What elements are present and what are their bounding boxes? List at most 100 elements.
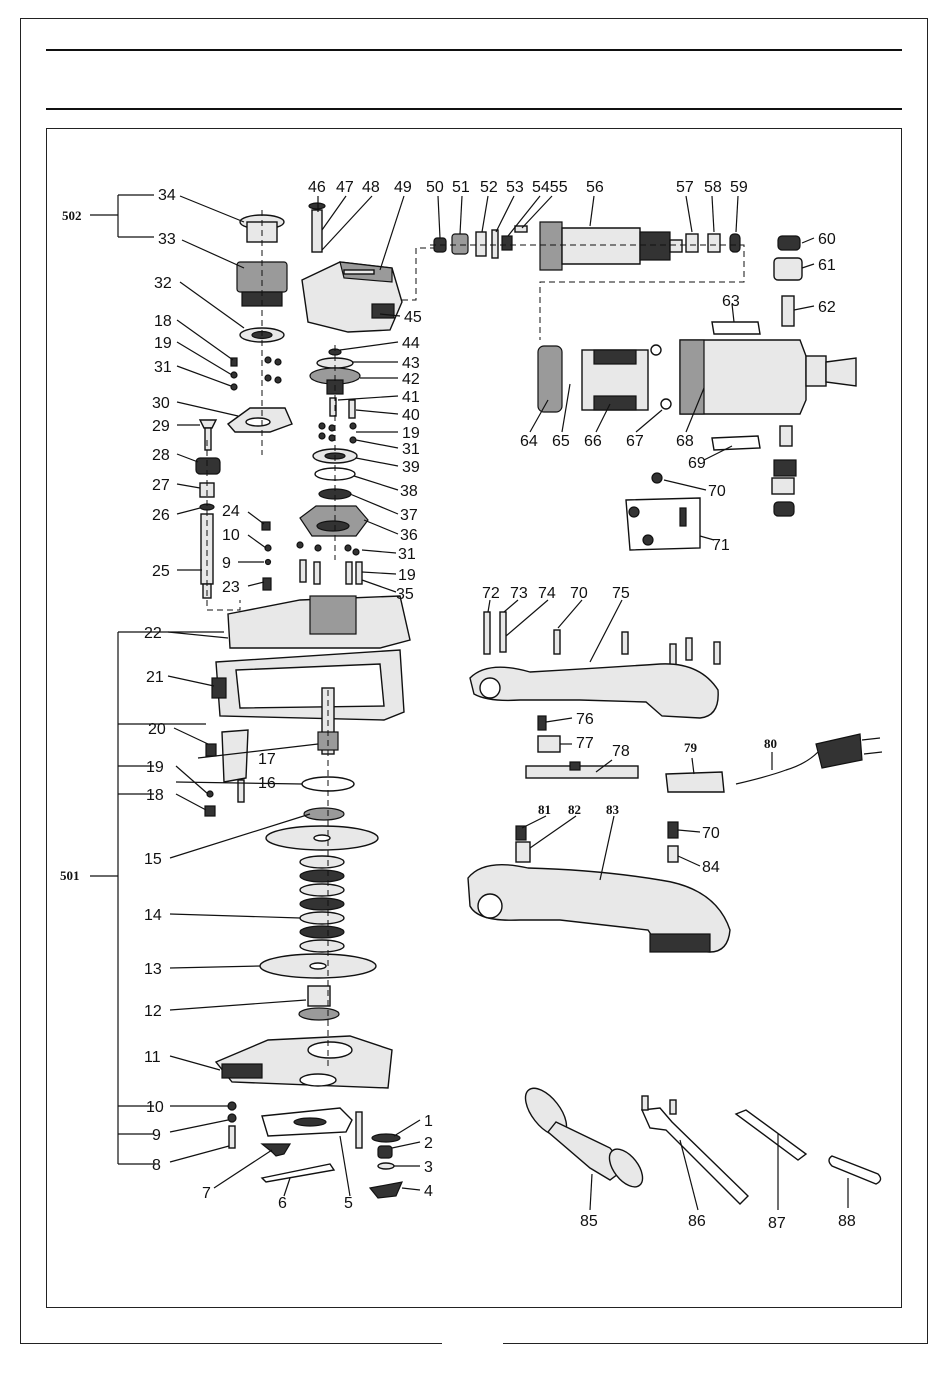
label-81: 81 xyxy=(538,802,551,817)
label-34: 34 xyxy=(158,187,176,204)
label-73: 73 xyxy=(510,585,528,602)
label-70c: 70 xyxy=(702,825,720,842)
group-label-501: 501 xyxy=(60,868,80,883)
label-17: 17 xyxy=(258,751,276,768)
label-16: 16 xyxy=(258,775,276,792)
label-57: 57 xyxy=(676,179,694,196)
label-67: 67 xyxy=(626,433,644,450)
label-38: 38 xyxy=(400,483,418,500)
label-10: 10 xyxy=(222,527,240,544)
label-56: 56 xyxy=(586,179,604,196)
label-40: 40 xyxy=(402,407,420,424)
label-31c: 31 xyxy=(398,546,416,563)
label-87: 87 xyxy=(768,1215,786,1232)
label-30: 30 xyxy=(152,395,170,412)
label-44: 44 xyxy=(402,335,420,352)
label-39: 39 xyxy=(402,459,420,476)
label-13: 13 xyxy=(144,961,162,978)
label-65: 65 xyxy=(552,433,570,450)
label-83: 83 xyxy=(606,802,620,817)
label-14: 14 xyxy=(144,907,162,924)
label-9: 9 xyxy=(222,555,231,572)
group-label-502: 502 xyxy=(62,208,82,223)
label-85: 85 xyxy=(580,1213,598,1230)
label-70b: 70 xyxy=(570,585,588,602)
label-31b: 31 xyxy=(402,441,420,458)
label-75: 75 xyxy=(612,585,630,602)
drawing-armature xyxy=(430,222,744,340)
label-64: 64 xyxy=(520,433,538,450)
label-3: 3 xyxy=(424,1159,433,1176)
label-22: 22 xyxy=(144,625,162,642)
label-76: 76 xyxy=(576,711,594,728)
drawing-base-guard xyxy=(205,596,410,1198)
label-59: 59 xyxy=(730,179,748,196)
drawing-accessories xyxy=(518,1081,881,1204)
label-24: 24 xyxy=(222,503,240,520)
label-27: 27 xyxy=(152,477,170,494)
label-68: 68 xyxy=(676,433,694,450)
label-71: 71 xyxy=(712,537,730,554)
label-48: 48 xyxy=(362,179,380,196)
label-51: 51 xyxy=(452,179,470,196)
label-49: 49 xyxy=(394,179,412,196)
part-labels: 34 33 32 18 19 31 30 29 28 27 26 25 24 1… xyxy=(60,179,856,1232)
label-61: 61 xyxy=(818,257,836,274)
label-19c: 19 xyxy=(398,567,416,584)
label-62: 62 xyxy=(818,299,836,316)
label-32: 32 xyxy=(154,275,172,292)
label-9b: 9 xyxy=(152,1127,161,1144)
label-25: 25 xyxy=(152,563,170,580)
label-88: 88 xyxy=(838,1213,856,1230)
label-63: 63 xyxy=(722,293,740,310)
label-11: 11 xyxy=(144,1049,161,1066)
label-4: 4 xyxy=(424,1183,433,1200)
label-7: 7 xyxy=(202,1185,211,1202)
label-72: 72 xyxy=(482,585,500,602)
label-2: 2 xyxy=(424,1135,433,1152)
label-36: 36 xyxy=(400,527,418,544)
label-78: 78 xyxy=(612,743,630,760)
label-31: 31 xyxy=(154,359,172,376)
label-79: 79 xyxy=(684,740,698,755)
label-66: 66 xyxy=(584,433,602,450)
label-6: 6 xyxy=(278,1195,287,1212)
label-84: 84 xyxy=(702,859,720,876)
label-53: 53 xyxy=(506,179,524,196)
label-18b: 18 xyxy=(146,787,164,804)
label-60: 60 xyxy=(818,231,836,248)
label-52: 52 xyxy=(480,179,498,196)
label-19b: 19 xyxy=(402,425,420,442)
label-19d: 19 xyxy=(146,759,164,776)
drawing-motor-housing xyxy=(538,236,856,550)
label-77: 77 xyxy=(576,735,594,752)
label-1: 1 xyxy=(424,1113,433,1130)
label-35: 35 xyxy=(396,586,414,603)
label-18: 18 xyxy=(154,313,172,330)
label-43: 43 xyxy=(402,355,420,372)
label-19: 19 xyxy=(154,335,172,352)
label-45: 45 xyxy=(404,309,422,326)
label-80: 80 xyxy=(764,736,777,751)
label-5: 5 xyxy=(344,1195,353,1212)
label-5455: 5455 xyxy=(532,179,568,196)
label-41: 41 xyxy=(402,389,420,406)
label-74: 74 xyxy=(538,585,556,602)
label-20: 20 xyxy=(148,721,166,738)
label-50: 50 xyxy=(426,179,444,196)
drawing-handle xyxy=(468,612,882,952)
label-37: 37 xyxy=(400,507,418,524)
label-23: 23 xyxy=(222,579,240,596)
label-21: 21 xyxy=(146,669,164,686)
label-82: 82 xyxy=(568,802,581,817)
label-46: 46 xyxy=(308,179,326,196)
label-12: 12 xyxy=(144,1003,162,1020)
label-28: 28 xyxy=(152,447,170,464)
label-26: 26 xyxy=(152,507,170,524)
label-69: 69 xyxy=(688,455,706,472)
label-70: 70 xyxy=(708,483,726,500)
label-86: 86 xyxy=(688,1213,706,1230)
label-42: 42 xyxy=(402,371,420,388)
label-58: 58 xyxy=(704,179,722,196)
